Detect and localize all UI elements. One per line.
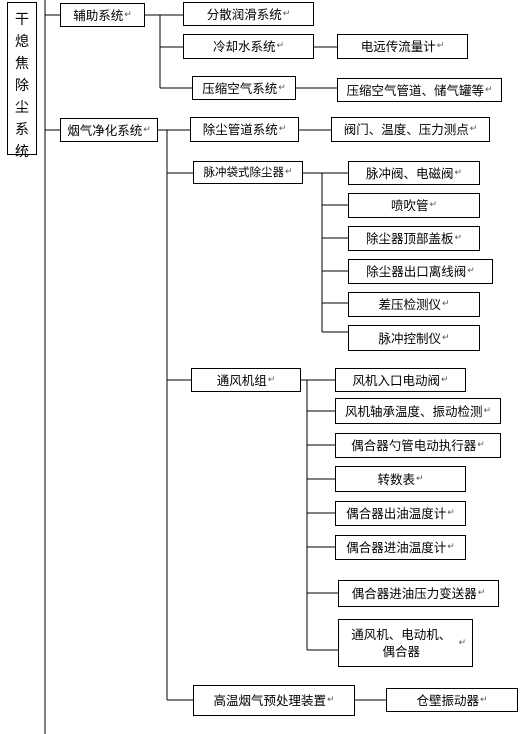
root-char: 干: [15, 12, 29, 28]
node-auxiliary-system: 辅助系统↵: [60, 3, 145, 27]
node-flowmeter: 电远传流量计↵: [337, 34, 468, 59]
root-char: 焦: [15, 56, 29, 72]
node-fan-leaf: 转数表↵: [335, 466, 466, 492]
node-flue-gas-pretreatment: 高温烟气预处理装置↵: [193, 685, 355, 716]
node-fan-leaf: 风机轴承温度、振动检测↵: [335, 398, 501, 424]
node-bag-leaf: 差压检测仪↵: [348, 292, 480, 317]
node-lubrication-system: 分散润滑系统↵: [183, 2, 314, 26]
node-air-pipeline-tank: 压缩空气管道、储气罐等↵: [337, 78, 502, 102]
node-fan-unit: 通风机组↵: [191, 368, 301, 392]
node-pulse-bag-filter: 脉冲袋式除尘器↵: [193, 161, 303, 184]
root-char: 除: [15, 78, 29, 94]
node-fan-leaf: 通风机、电动机、偶合器↵: [338, 619, 473, 667]
node-fan-leaf: 偶合器勺管电动执行器↵: [335, 433, 501, 458]
node-fan-leaf: 偶合器进油温度计↵: [335, 535, 466, 560]
node-bag-leaf: 脉冲阀、电磁阀↵: [348, 161, 480, 185]
node-bag-leaf: 除尘器出口离线阀↵: [348, 259, 493, 284]
node-bag-leaf: 脉冲控制仪↵: [348, 325, 480, 351]
root-char: 统: [15, 144, 29, 160]
root-node: 干 熄 焦 除 尘 系 统: [7, 2, 37, 160]
node-bag-leaf: 除尘器顶部盖板↵: [348, 226, 480, 251]
node-bag-leaf: 喷吹管↵: [348, 193, 480, 218]
root-char: 尘: [15, 100, 29, 116]
node-bin-wall-vibrator: 仓壁振动器↵: [386, 688, 518, 712]
node-valves-measuring-points: 阀门、温度、压力测点↵: [331, 117, 490, 142]
root-char: 系: [15, 122, 29, 138]
node-fan-leaf: 偶合器出油温度计↵: [335, 501, 466, 526]
node-fan-leaf: 偶合器进油压力变送器↵: [338, 580, 499, 607]
node-compressed-air-system: 压缩空气系统↵: [192, 76, 296, 100]
node-fan-leaf: 风机入口电动阀↵: [335, 368, 466, 392]
root-char: 熄: [15, 34, 29, 50]
node-flue-gas-cleaning-system: 烟气净化系统↵: [60, 118, 158, 142]
node-dust-duct-system: 除尘管道系统↵: [190, 117, 299, 142]
node-cooling-water-system: 冷却水系统↵: [183, 34, 314, 59]
